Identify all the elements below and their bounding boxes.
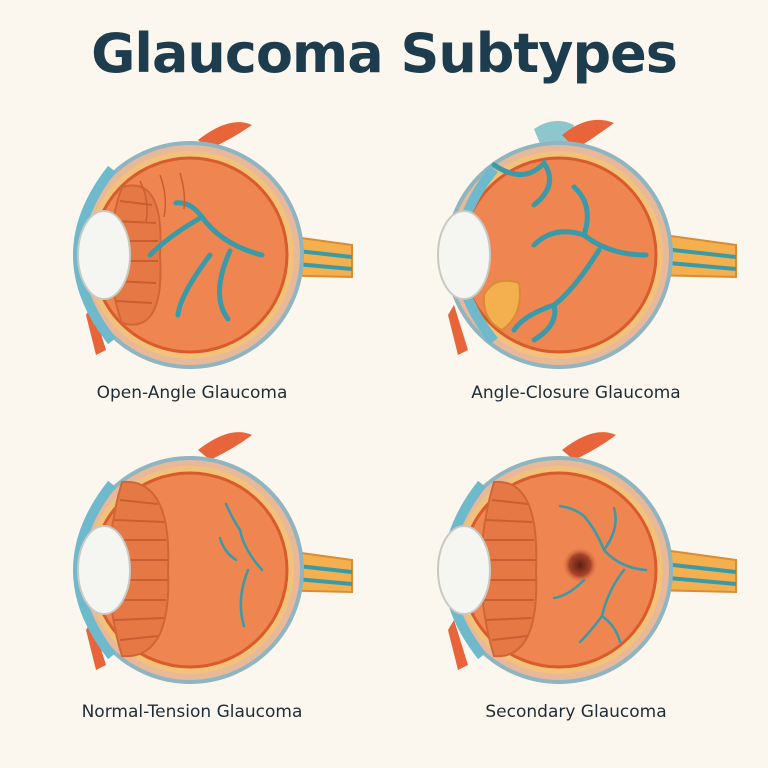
top-muscle (562, 432, 616, 460)
panel-label: Normal-Tension Glaucoma (81, 702, 303, 722)
fine-vessels (139, 172, 186, 222)
panel-open-angle: Open-Angle Glaucoma (0, 105, 384, 425)
panel-angle-closure: Angle-Closure Glaucoma (384, 105, 768, 425)
top-muscle (198, 432, 252, 460)
page-title: Glaucoma Subtypes (91, 22, 678, 85)
top-muscle (198, 122, 252, 149)
panel-label: Open-Angle Glaucoma (96, 383, 288, 403)
eye-diagram-angle-closure (437, 119, 737, 369)
lens (437, 210, 491, 300)
macular-spot (562, 547, 598, 583)
retinal-vessels (552, 504, 648, 644)
lens (77, 210, 131, 300)
retinal-vessels (218, 502, 264, 628)
lens (77, 525, 131, 615)
eye-diagram-secondary (437, 432, 737, 684)
eye-diagram-open-angle (73, 122, 353, 369)
top-muscle (562, 119, 614, 149)
ciliary-lines (480, 499, 536, 641)
retinal-vessels (147, 200, 265, 322)
eye-diagram-normal-tension (73, 432, 353, 684)
angle-blockage (482, 279, 521, 332)
panel-secondary: Secondary Glaucoma (384, 420, 768, 740)
panel-normal-tension: Normal-Tension Glaucoma (0, 420, 384, 740)
lens (437, 525, 491, 615)
ciliary-lines (108, 499, 168, 641)
ciliary-lines (110, 200, 158, 304)
panel-label: Secondary Glaucoma (485, 702, 667, 722)
retinal-vessels (491, 158, 649, 343)
panel-label: Angle-Closure Glaucoma (471, 383, 681, 403)
bottom-muscle (448, 620, 468, 670)
bottom-muscle (448, 305, 468, 355)
